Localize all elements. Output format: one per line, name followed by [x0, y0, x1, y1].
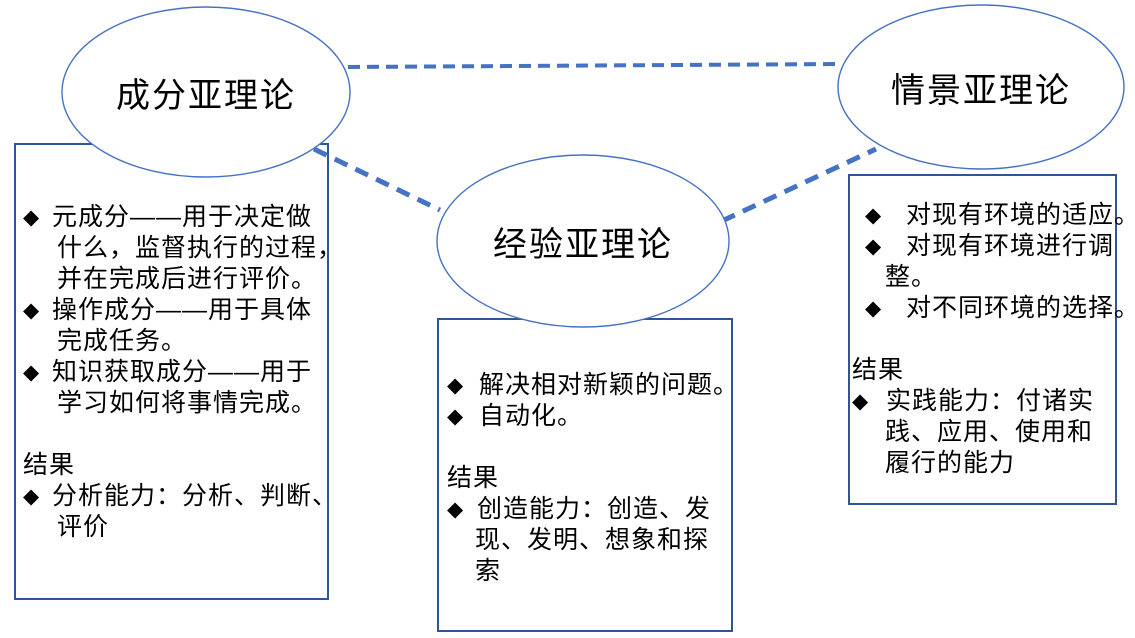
text-line: ◆ 知识获取成分——用于 — [23, 357, 323, 388]
text-line: 结果 — [23, 450, 323, 481]
text-line: 整。 — [852, 262, 1113, 293]
text-line-content: 对不同环境的选择。 — [906, 294, 1135, 322]
text-line: ◆ 操作成分——用于具体 — [23, 295, 323, 326]
text-line: 什么，监督执行的过程， — [23, 233, 342, 264]
text-line: 评价 — [23, 512, 323, 543]
text-line: 学习如何将事情完成。 — [23, 388, 323, 419]
diamond-bullet-icon: ◆ — [23, 299, 40, 322]
text-line: 现、发明、想象和探 — [447, 525, 729, 556]
diamond-bullet-icon: ◆ — [865, 235, 882, 258]
text-line-content: 履行的能力 — [885, 449, 1016, 477]
diamond-bullet-icon: ◆ — [852, 390, 869, 413]
text-line-content: 整。 — [885, 263, 938, 291]
text-line-content: 结果 — [23, 451, 76, 479]
text-line: 结果 — [852, 355, 1113, 386]
experiential-ellipse-label: 经验亚理论 — [493, 225, 673, 264]
text-line-content: 现、发明、想象和探 — [475, 526, 710, 554]
blank-line — [852, 324, 1113, 355]
text-line-content: 分析能力：分析、判断、 — [52, 482, 339, 510]
text-line-content: 并在完成后进行评价。 — [57, 265, 318, 293]
text-line-content: 解决相对新颖的问题。 — [479, 371, 740, 399]
text-line: ◆ 元成分——用于决定做 — [23, 202, 323, 233]
text-line: ◆ 对现有环境的适应。 — [852, 200, 1135, 231]
text-line-content: 评价 — [57, 513, 110, 541]
experiential-details-text: ◆ 解决相对新颖的问题。 ◆ 自动化。结果 ◆ 创造能力：创造、发现、发明、想象和探索 — [447, 370, 738, 587]
componential-details-box: ◆ 元成分——用于决定做什么，监督执行的过程， 并在完成后进行评价。 ◆ 操作成分——用… — [14, 143, 342, 600]
text-line: 并在完成后进行评价。 — [23, 264, 323, 295]
diamond-bullet-icon: ◆ — [447, 405, 464, 428]
diamond-bullet-icon: ◆ — [447, 498, 464, 521]
text-line-content: 知识获取成分——用于 — [52, 358, 313, 386]
text-line: ◆ 分析能力：分析、判断、 — [23, 481, 337, 512]
text-line-content: 自动化。 — [479, 402, 584, 430]
diamond-bullet-icon: ◆ — [447, 374, 464, 397]
text-line-content: 索 — [475, 557, 502, 585]
text-line-content: 结果 — [447, 464, 500, 492]
text-line-content: 践、应用、使用和 — [885, 418, 1094, 446]
text-line-content: 学习如何将事情完成。 — [57, 389, 318, 417]
diamond-bullet-icon: ◆ — [23, 485, 40, 508]
text-line: ◆ 实践能力：付诸实 — [852, 386, 1113, 417]
text-line: 践、应用、使用和 — [852, 417, 1113, 448]
text-line: ◆ 对现有环境进行调 — [852, 231, 1113, 262]
text-line: ◆ 自动化。 — [447, 401, 729, 432]
text-line-content: 元成分——用于决定做 — [52, 203, 313, 231]
text-line-content: 创造能力：创造、发 — [477, 495, 712, 523]
text-line-content: 对现有环境进行调 — [906, 232, 1115, 260]
text-line: ◆ 对不同环境的选择。 — [852, 293, 1135, 324]
text-line-content: 操作成分——用于具体 — [52, 296, 313, 324]
text-line-content: 结果 — [852, 356, 905, 384]
blank-line — [23, 419, 323, 450]
text-line-content: 对现有环境的适应。 — [906, 201, 1135, 229]
experiential-details-box: ◆ 解决相对新颖的问题。 ◆ 自动化。结果 ◆ 创造能力：创造、发现、发明、想象和探索 — [437, 318, 738, 632]
componential-details-text: ◆ 元成分——用于决定做什么，监督执行的过程， 并在完成后进行评价。 ◆ 操作成分——用… — [23, 202, 342, 543]
text-line-content: 实践能力：付诸实 — [886, 387, 1095, 415]
text-line-content: 完成任务。 — [57, 327, 188, 355]
connector-componential-contextual — [347, 62, 841, 69]
text-line: 履行的能力 — [852, 448, 1113, 479]
text-line: ◆ 创造能力：创造、发 — [447, 494, 729, 525]
blank-line — [447, 432, 729, 463]
text-line: 完成任务。 — [23, 326, 323, 357]
contextual-details-box: ◆对现有环境的适应。◆对现有环境进行调整。◆对不同环境的选择。结果◆实践能力：付… — [848, 174, 1135, 505]
diamond-bullet-icon: ◆ — [23, 361, 40, 384]
diamond-bullet-icon: ◆ — [865, 204, 882, 227]
text-line: 结果 — [447, 463, 729, 494]
diamond-bullet-icon: ◆ — [865, 297, 882, 320]
text-line: ◆ 解决相对新颖的问题。 — [447, 370, 738, 401]
contextual-ellipse-label: 情景亚理论 — [891, 71, 1071, 110]
text-line-content: 什么，监督执行的过程， — [57, 234, 344, 262]
componential-ellipse-label: 成分亚理论 — [116, 76, 296, 115]
diamond-bullet-icon: ◆ — [23, 206, 40, 229]
contextual-details-text: ◆对现有环境的适应。◆对现有环境进行调整。◆对不同环境的选择。结果◆实践能力：付… — [852, 200, 1135, 479]
text-line: 索 — [447, 556, 729, 587]
